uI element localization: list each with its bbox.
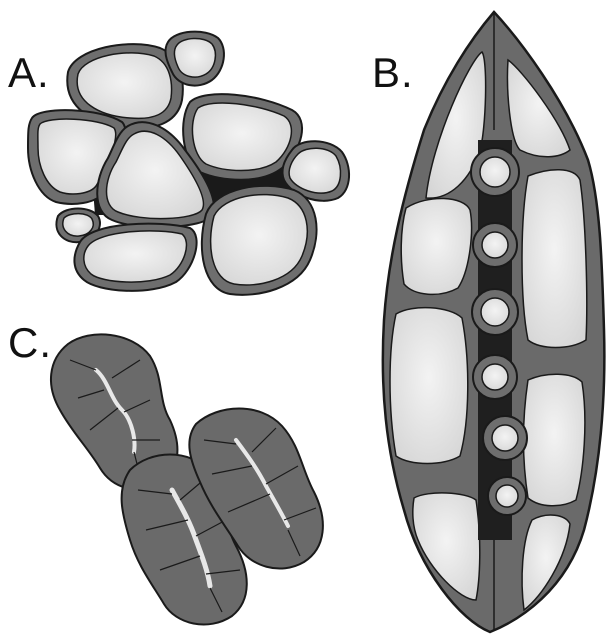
panel-c-sclereids — [51, 334, 323, 624]
vessel-1 — [471, 148, 519, 196]
cell-a2 — [165, 32, 223, 86]
lumen-b3 — [401, 198, 471, 294]
lumen-b6 — [524, 374, 585, 506]
panel-label-c: C. — [8, 322, 52, 364]
vessel-6 — [488, 477, 526, 515]
vessel-4 — [473, 355, 517, 399]
panel-label-b: B. — [372, 52, 414, 94]
panel-b-vascular-bundle — [383, 12, 605, 632]
cell-a7 — [202, 186, 317, 295]
panel-label-a: A. — [8, 52, 50, 94]
cell-a9 — [74, 224, 196, 291]
lumen-b5 — [390, 308, 468, 464]
panel-a-cell-cluster — [28, 32, 349, 295]
lumen-b4 — [522, 170, 587, 348]
vessel-3 — [472, 289, 518, 335]
vessel-5 — [483, 416, 527, 460]
vessel-2 — [473, 223, 517, 267]
